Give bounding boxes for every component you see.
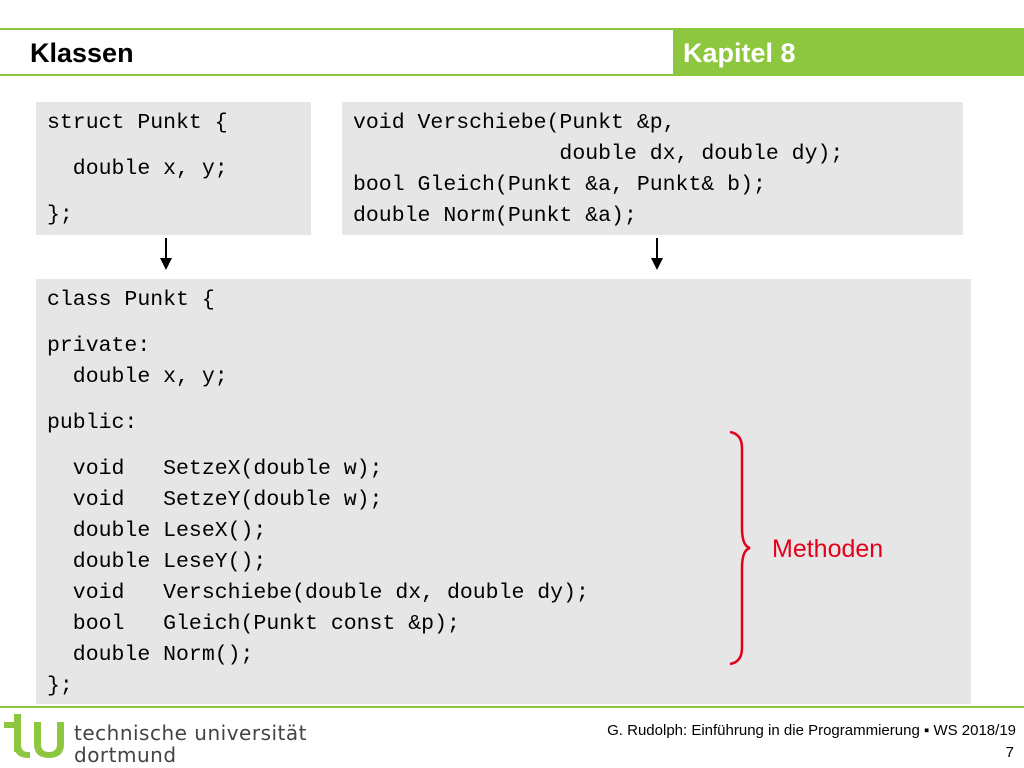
tu-logo-icon: [4, 714, 64, 758]
arrow-down-left: [165, 238, 167, 260]
header-bottom-line: [0, 74, 1024, 76]
code-line: double Norm();: [47, 643, 254, 667]
university-name: technische universität dortmund: [74, 722, 307, 766]
class-code-block: class Punkt { private: double x, y; publ…: [36, 279, 971, 704]
chapter-badge: Kapitel 8: [673, 28, 1024, 76]
arrow-head-left: [160, 258, 172, 270]
code-line: double x, y;: [47, 157, 228, 181]
footer-divider: [0, 706, 1024, 708]
slide-title: Klassen: [30, 38, 134, 68]
code-line: double dx, double dy);: [353, 142, 844, 166]
code-line: };: [47, 674, 73, 698]
code-line: void Verschiebe(double dx, double dy);: [47, 581, 589, 605]
curly-brace-icon: [729, 430, 751, 666]
code-line: struct Punkt {: [47, 111, 228, 135]
code-line: double x, y;: [47, 365, 228, 389]
code-line: void SetzeX(double w);: [47, 457, 383, 481]
code-line: void SetzeY(double w);: [47, 488, 383, 512]
arrow-head-right: [651, 258, 663, 270]
code-line: double LeseX();: [47, 519, 267, 543]
chapter-label: Kapitel 8: [683, 38, 796, 68]
struct-code-block: struct Punkt { double x, y; };: [36, 102, 311, 235]
university-line-2: dortmund: [74, 743, 177, 767]
header-top-line: [0, 28, 1024, 30]
code-line: };: [47, 203, 73, 227]
university-line-1: technische universität: [74, 721, 307, 745]
methods-label: Methoden: [772, 535, 884, 563]
code-line: class Punkt {: [47, 288, 215, 312]
arrow-down-right: [656, 238, 658, 260]
code-line: bool Gleich(Punkt const &p);: [47, 612, 460, 636]
code-line: public:: [47, 411, 138, 435]
functions-code-block: void Verschiebe(Punkt &p, double dx, dou…: [342, 102, 963, 235]
code-line: void Verschiebe(Punkt &p,: [353, 111, 676, 135]
code-line: private:: [47, 334, 151, 358]
footer-credit: G. Rudolph: Einführung in die Programmie…: [607, 722, 1016, 739]
code-line: double Norm(Punkt &a);: [353, 204, 637, 228]
code-line: bool Gleich(Punkt &a, Punkt& b);: [353, 173, 766, 197]
code-line: double LeseY();: [47, 550, 267, 574]
page-number: 7: [1005, 744, 1014, 761]
